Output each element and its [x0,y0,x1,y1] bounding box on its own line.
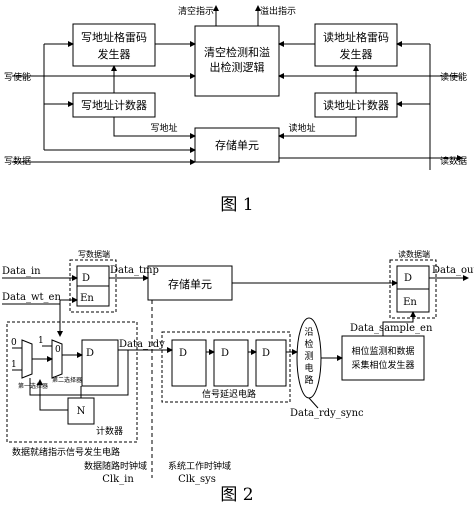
write-address-wire [113,117,196,139]
read-enable-label: 读使能 [440,71,467,83]
read-gray-gen-label-1: 读地址格雷码 [323,30,389,44]
system-clock-domain-label: 系统工作时钟域 [168,460,231,472]
ready-generator-dashed-box [6,321,138,443]
ready-register-d: D [86,348,94,359]
data-sample-en-label: Data_sample_en [350,323,433,334]
mux-1 [21,339,33,379]
edge-detect-char-3: 测 [304,351,313,362]
write-data-label: 写数据 [4,155,31,167]
counter-label: 计数器 [96,425,123,437]
read-side-dashed-box [389,259,437,319]
read-counter-label: 读地址计数器 [323,98,389,112]
read-register-en: En [403,297,417,308]
write-gray-gen-label-2: 发生器 [98,47,131,61]
write-register-d: D [82,273,90,284]
overflow-flag-label: 溢出指示 [260,5,296,17]
delay-register-2-d: D [221,348,229,359]
clk-in-label: Clk_in [102,474,134,485]
detect-logic-box [194,25,280,97]
clk-sys-label: Clk_sys [178,474,216,485]
ready-gen-label: 数据就绪指示信号发生电路 [12,446,120,458]
clear-flag-label: 清空指示 [178,5,214,17]
read-data-label: 读数据 [440,155,467,167]
figure-1-caption: 图 1 [220,195,253,215]
delay-register-1-d: D [179,348,187,359]
read-address-wire [278,117,357,139]
ready-register [81,339,119,387]
read-side-label: 读数据端 [398,249,430,259]
data-rdy-label: Data_rdy [119,339,165,350]
edge-detect-char-2: 检 [304,338,313,350]
data-clock-domain-label: 数据随路时钟域 [84,460,147,472]
detect-logic-label-2: 出检测逻辑 [210,60,265,74]
data-wt-en-label: Data_wt_en [2,292,61,303]
storage-unit-label-2: 存储单元 [168,277,212,291]
delay-register-3-d: D [262,348,270,359]
delay-circuit-dashed-box [161,331,291,403]
delay-circuit-label: 信号延迟电路 [202,388,256,400]
mux1-in1: 1 [11,360,17,370]
mux1-in0: 0 [11,338,17,348]
read-address-label: 读地址 [288,122,315,134]
mux-2 [51,339,63,379]
edge-detect-char-5: 路 [304,374,313,386]
delay-register-2 [213,339,249,387]
edge-detect-char-1: 沿 [304,327,313,338]
counter-n: N [77,406,86,417]
data-tmp-label: Data_tmp [110,265,159,276]
data-sample-en-wire [382,311,416,336]
write-side-dashed-box [69,259,117,313]
phase-monitor-box [341,335,425,381]
delay-register-1 [171,339,207,387]
write-gray-gen-label-1: 写地址格雷码 [81,30,147,44]
data-in-label: Data_in [2,266,41,277]
phase-monitor-label-1: 相位监测和数据 [351,345,414,357]
figure-1 [12,5,463,170]
phase-monitor-label-2: 采集相位发生器 [351,359,414,371]
detect-logic-label-1: 清空检测和溢 [204,45,270,59]
mux1-label: 第一选择器 [18,382,48,390]
mux2-label: 第二选择器 [52,376,82,384]
read-gray-gen-label-2: 发生器 [340,47,373,61]
write-side-label: 写数据端 [78,249,110,259]
figure-2-caption: 图 2 [220,485,253,505]
edge-detect-char-4: 电 [304,362,313,374]
storage-label: 存储单元 [215,138,259,152]
data-out-label: Data_out [432,265,474,276]
mux2-in1: 1 [38,336,44,346]
mux2-in0: 0 [55,345,61,355]
figure-2 [2,259,469,478]
write-enable-label: 写使能 [4,71,31,83]
wire [37,379,68,411]
delay-register-3 [255,339,287,387]
data-wt-en-wire [2,297,78,305]
write-counter-label: 写地址计数器 [81,98,147,112]
read-register-d: D [404,273,412,284]
data-rdy-sync-label: Data_rdy_sync [290,408,364,419]
write-address-label: 写地址 [150,122,177,134]
storage-unit-box [194,127,280,163]
write-register-en: En [80,293,94,304]
wire [308,397,319,409]
